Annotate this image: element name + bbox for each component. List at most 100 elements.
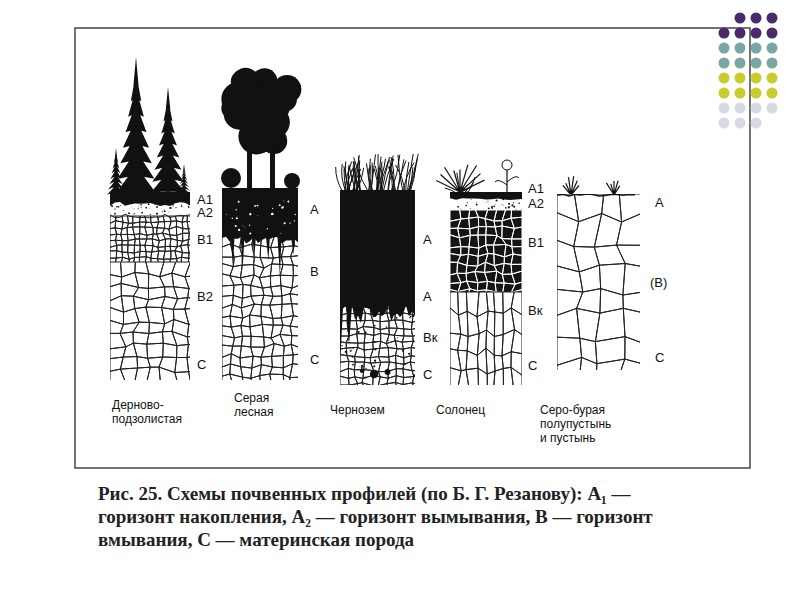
soil-structure xyxy=(450,292,522,385)
soil-speck xyxy=(267,228,268,229)
soil-speck xyxy=(254,205,256,207)
soil-speck xyxy=(257,215,259,217)
decor-dots xyxy=(751,73,762,84)
soil-speck xyxy=(518,202,520,204)
soil-speck xyxy=(457,206,459,208)
soil-speck xyxy=(491,206,493,208)
soil-speck xyxy=(140,205,142,207)
soil-speck xyxy=(272,208,273,209)
soil-speck xyxy=(283,200,285,202)
horizon-label: A2 xyxy=(528,197,544,211)
soil-speck xyxy=(352,347,354,349)
soil-speck xyxy=(503,204,505,206)
soil-speck xyxy=(123,210,124,211)
soil-speck xyxy=(410,315,412,317)
soil-speck xyxy=(408,353,410,355)
soil-speck xyxy=(170,207,172,209)
soil-speck xyxy=(148,203,150,205)
shrub xyxy=(563,176,579,195)
soil-speck xyxy=(370,370,379,379)
flower xyxy=(502,160,512,170)
vegetation xyxy=(107,57,191,195)
soil-speck xyxy=(413,374,415,376)
soil-speck xyxy=(373,341,375,343)
decor-dots xyxy=(719,103,730,114)
soil-speck xyxy=(350,350,352,352)
soil-structure xyxy=(110,216,190,264)
decor-dots xyxy=(735,118,746,129)
soil-speck xyxy=(140,204,141,205)
soil-speck xyxy=(181,205,183,207)
soil-speck xyxy=(168,211,170,213)
soil-speck xyxy=(345,351,347,353)
soil-speck xyxy=(114,213,116,215)
soil-speck xyxy=(238,229,240,231)
horizon-label: A xyxy=(423,290,432,304)
decor-dots xyxy=(751,118,762,129)
soil-speck xyxy=(508,204,509,205)
horizon-boundary xyxy=(110,214,190,218)
soil-speck xyxy=(138,208,139,209)
soil-speck xyxy=(249,232,251,234)
soil-speck xyxy=(385,326,387,328)
surface-line xyxy=(557,194,635,196)
soil-speck xyxy=(460,208,461,209)
decor-dots xyxy=(751,28,762,39)
soil-speck xyxy=(235,209,236,210)
soil-speck xyxy=(388,340,389,341)
decor-dots xyxy=(735,28,746,39)
soil-speck xyxy=(397,337,398,338)
soil-speck xyxy=(271,213,273,215)
soil-speck xyxy=(502,198,504,200)
soil-speck xyxy=(114,208,116,210)
humus-tongue xyxy=(231,236,235,269)
decor-dots xyxy=(719,88,730,99)
soil-speck xyxy=(141,212,143,214)
soil-speck xyxy=(404,363,406,365)
soil-speck xyxy=(120,205,121,206)
soil-speck xyxy=(256,205,258,207)
soil-speck xyxy=(360,368,365,373)
soil-speck xyxy=(257,205,259,207)
horizon-label: A xyxy=(423,233,432,247)
soil-speck xyxy=(374,359,376,361)
decor-dots xyxy=(767,28,778,39)
soil-speck xyxy=(281,207,283,209)
soil-column xyxy=(110,192,190,380)
humus-horizon xyxy=(110,192,190,206)
soil-speck xyxy=(365,331,367,333)
soil-speck xyxy=(357,331,359,333)
soil-speck xyxy=(156,213,158,215)
soil-speck xyxy=(164,210,166,212)
soil-speck xyxy=(242,224,244,226)
soil-speck xyxy=(225,213,227,215)
soil-speck xyxy=(359,366,361,368)
soil-speck xyxy=(508,203,510,205)
grass xyxy=(445,173,475,192)
figure-frame xyxy=(75,28,750,468)
conifer-tree xyxy=(107,148,125,195)
soil-speck xyxy=(295,214,296,215)
decor-dots xyxy=(735,88,746,99)
soil-speck xyxy=(156,206,158,208)
soil-speck xyxy=(511,204,513,206)
soil-speck xyxy=(172,204,174,206)
horizon-label: A xyxy=(655,196,664,210)
soil-speck xyxy=(249,224,250,225)
soil-speck xyxy=(238,201,240,203)
soil-structure xyxy=(110,262,190,380)
soil-speck xyxy=(164,209,165,210)
humus-horizon xyxy=(340,190,415,365)
soil-speck xyxy=(175,207,176,208)
decor-dots xyxy=(767,73,778,84)
soil-speck xyxy=(341,345,342,346)
soil-speck xyxy=(470,199,472,201)
soil-speck xyxy=(372,366,373,367)
horizon-label: A2 xyxy=(197,206,213,220)
decor-dots xyxy=(735,103,746,114)
decor-dots xyxy=(767,13,778,24)
humus-tongue xyxy=(252,236,256,256)
horizon-label: B1 xyxy=(197,233,213,247)
soil-speck xyxy=(243,226,245,228)
soil-speck xyxy=(294,220,295,221)
